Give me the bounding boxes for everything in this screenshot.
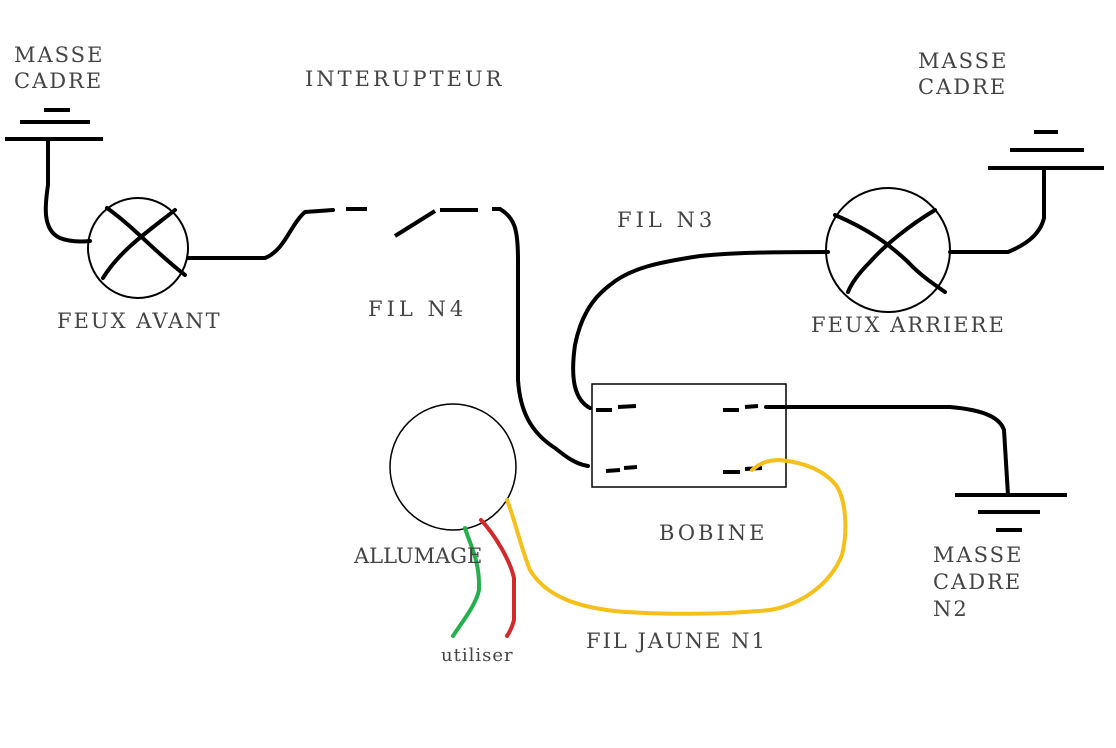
label-feux-avant: FEUX AVANT <box>57 309 222 333</box>
ground-symbol-left <box>5 108 103 141</box>
wire-bobine-to-ground-n2 <box>764 405 1010 497</box>
label-masse-cadre-left-line2: CADRE <box>14 69 104 93</box>
label-bobine: BOBINE <box>659 521 768 545</box>
label-interrupteur: INTERUPTEUR <box>305 67 505 91</box>
lamp-feux-avant-icon <box>87 197 189 299</box>
label-masse-cadre-n2-line3: N2 <box>933 597 969 621</box>
wire-fil-jaune-n1 <box>505 458 848 616</box>
wire-feux-arriere-to-ground <box>948 168 1046 254</box>
lamp-feux-arriere-icon <box>825 187 951 313</box>
wire-feux-avant-to-interrupteur <box>186 208 335 260</box>
label-masse-cadre-right-line1: MASSE <box>918 49 1009 73</box>
label-masse-cadre-n2-line2: CADRE <box>933 570 1023 594</box>
label-masse-cadre-left-line1: MASSE <box>14 43 105 67</box>
label-masse-cadre-n2-line1: MASSE <box>933 543 1024 567</box>
allumage-icon <box>389 403 517 531</box>
label-utiliser: utiliser <box>441 645 514 666</box>
wire-ground-left-to-feux-avant <box>43 137 92 244</box>
switch-interrupteur-icon <box>346 207 500 238</box>
label-fil-jaune-n1: FIL JAUNE N1 <box>586 629 767 653</box>
ground-symbol-right <box>988 130 1104 170</box>
bobine-terminals-icon <box>596 404 763 474</box>
bobine-box <box>591 383 787 488</box>
ground-symbol-n2 <box>955 493 1067 532</box>
label-fil-n3: FIL N3 <box>617 208 717 232</box>
wire-fil-n4 <box>498 207 590 468</box>
wire-fil-n3 <box>571 250 830 410</box>
label-allumage: ALLUMAGE <box>354 544 483 568</box>
wire-green <box>451 526 482 638</box>
label-feux-arriere: FEUX ARRIERE <box>811 313 1006 337</box>
label-fil-n4: FIL N4 <box>368 297 468 321</box>
wire-red <box>479 518 516 638</box>
label-masse-cadre-right-line2: CADRE <box>918 75 1008 99</box>
